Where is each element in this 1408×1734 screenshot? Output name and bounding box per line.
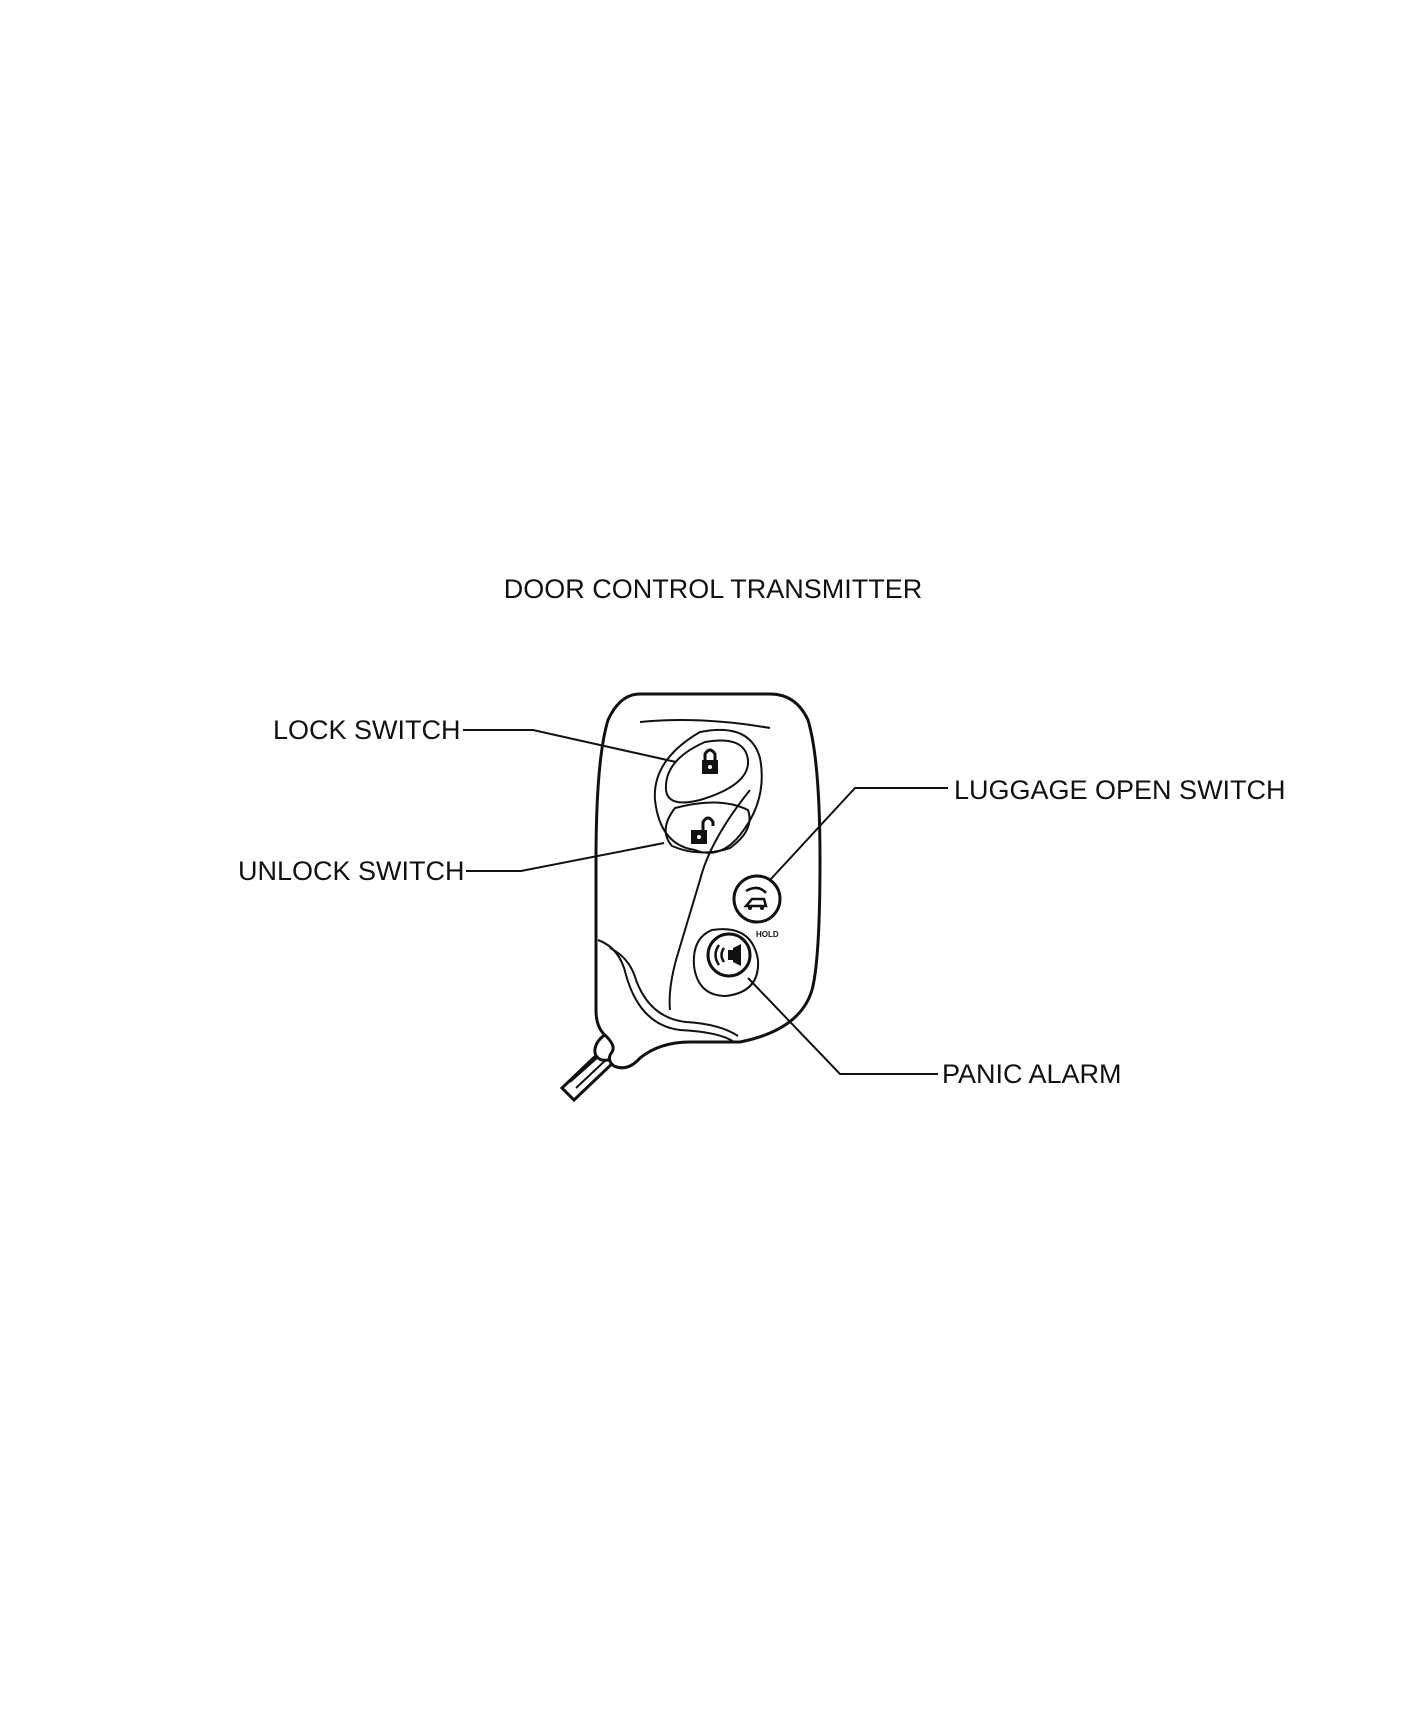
lock-switch-leader [463, 729, 677, 763]
luggage-open-switch-button[interactable] [732, 874, 782, 924]
unlock-switch-button[interactable] [664, 801, 751, 854]
panic-alarm-leader [747, 977, 938, 1075]
alarm-horn-icon [714, 944, 741, 966]
lock-switch-label: LOCK SWITCH [273, 715, 461, 745]
lock-switch-button[interactable] [664, 739, 750, 804]
unlock-switch-leader [466, 842, 665, 872]
panic-alarm-button[interactable]: HOLD [692, 928, 779, 998]
trunk-open-icon [743, 886, 768, 910]
luggage-open-switch-label: LUGGAGE OPEN SWITCH [954, 775, 1286, 805]
fob-body [594, 692, 822, 1070]
panic-alarm-label: PANIC ALARM [942, 1059, 1122, 1089]
luggage-switch-leader [769, 787, 948, 881]
lock-open-icon [691, 816, 715, 844]
unlock-switch-label: UNLOCK SWITCH [238, 856, 465, 886]
lock-closed-icon [702, 748, 718, 774]
hold-label: HOLD [756, 930, 779, 939]
diagram-title: DOOR CONTROL TRANSMITTER [504, 574, 923, 604]
